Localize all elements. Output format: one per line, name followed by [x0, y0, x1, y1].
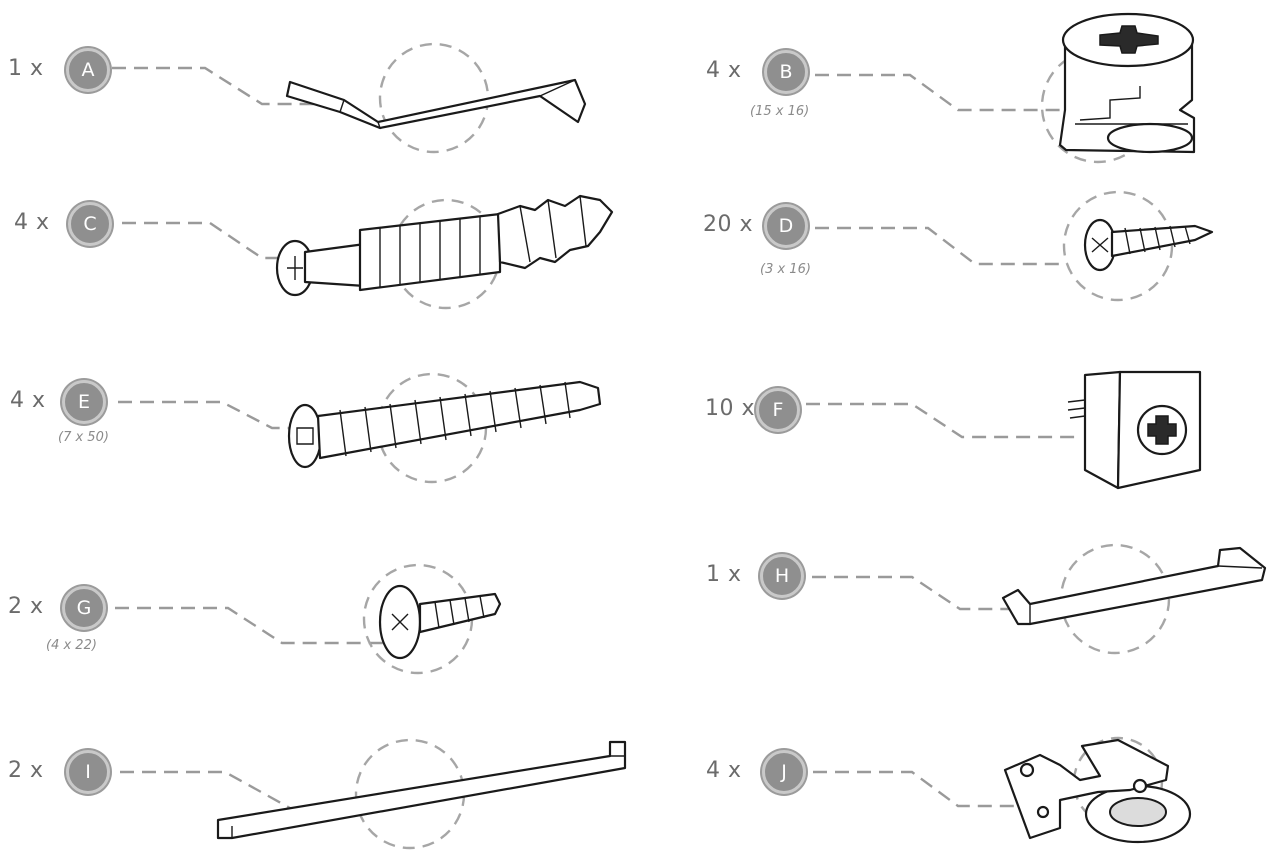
quantity-label-f: 10 x: [705, 396, 756, 421]
dimension-label-b: (15 x 16): [750, 104, 810, 119]
quantity-label-i: 2 x: [8, 758, 44, 783]
quantity-label-g: 2 x: [8, 594, 44, 619]
cam-lock-icon: [1058, 12, 1196, 154]
quantity-label-j: 4 x: [706, 758, 742, 783]
handle-icon: [1001, 546, 1267, 626]
hex-key-icon: [285, 78, 587, 130]
corner-bracket-icon: [1067, 370, 1202, 490]
part-badge-i: I: [66, 750, 110, 794]
part-badge-j: J: [762, 750, 806, 794]
quantity-label-b: 4 x: [706, 58, 742, 83]
dimension-label-g: (4 x 22): [46, 638, 97, 653]
focus-circles: [354, 42, 1174, 850]
wood-screw-icon: [1083, 218, 1214, 272]
quantity-label-e: 4 x: [10, 388, 46, 413]
cam-dowel-icon: [275, 194, 614, 297]
dimension-label-e: (7 x 50): [58, 430, 109, 445]
quantity-label-c: 4 x: [14, 210, 50, 235]
part-badge-h: H: [760, 554, 804, 598]
part-badge-g: G: [62, 586, 106, 630]
part-badge-f: F: [756, 388, 800, 432]
part-badge-b: B: [764, 50, 808, 94]
support-rail-icon: [216, 740, 627, 840]
part-badge-a: A: [66, 48, 110, 92]
part-badge-e: E: [62, 380, 106, 424]
confirmat-screw-icon: [287, 380, 602, 469]
dimension-label-d: (3 x 16): [760, 262, 811, 277]
machine-bolt-icon: [378, 584, 502, 660]
quantity-label-a: 1 x: [8, 56, 44, 81]
part-badge-c: C: [68, 202, 112, 246]
part-badge-d: D: [764, 204, 808, 248]
quantity-label-h: 1 x: [706, 562, 742, 587]
quantity-label-d: 20 x: [703, 212, 754, 237]
hinge-icon: [1003, 738, 1192, 844]
leader-lines: [112, 66, 1075, 810]
